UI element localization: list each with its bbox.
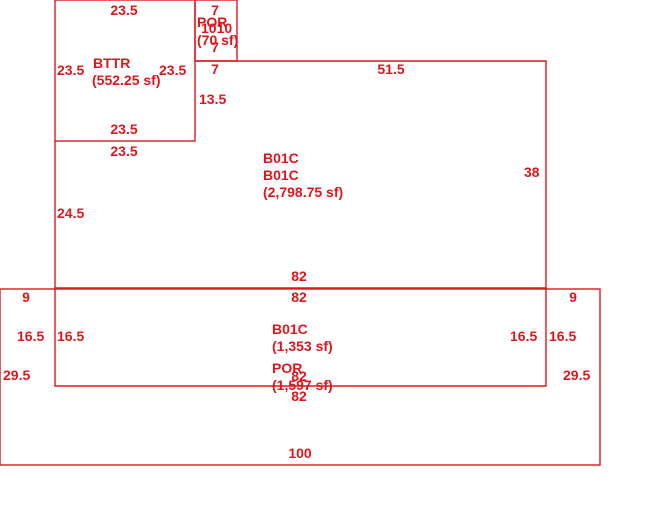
dim-main-step: 13.5 xyxy=(199,91,226,107)
main-house-outline xyxy=(54,60,547,387)
dim-porch-right-outer: 16.5 xyxy=(549,328,576,344)
dim-porch-left-inner: 16.5 xyxy=(57,328,84,344)
dim-porch-bottom: 100 xyxy=(288,445,312,461)
dim-main-top: 51.5 xyxy=(377,61,404,77)
area-code-porch-top-2: 1010 xyxy=(201,20,232,36)
dim-main-bottom-upper: 82 xyxy=(291,268,307,284)
porch-bottom-outline xyxy=(0,288,601,466)
area-code-porch-bottom: POR xyxy=(272,360,302,376)
area-code-main-2: B01C xyxy=(263,167,299,183)
dim-porch-right-inner: 16.5 xyxy=(510,328,537,344)
dim-porch-inner-top: 82 xyxy=(291,368,307,384)
dim-porch-left-depth: 29.5 xyxy=(3,367,30,383)
dim-garage-bottom-outer: 23.5 xyxy=(110,143,137,159)
area-code-main: B01C xyxy=(263,150,299,166)
dim-porch-left-outer: 16.5 xyxy=(17,328,44,344)
area-code-garage: BTTR xyxy=(93,55,130,71)
dim-porch-top-width: 7 xyxy=(211,2,219,18)
area-code-porch-top: POR xyxy=(197,14,227,30)
dim-porch-inner-bottom: 82 xyxy=(291,388,307,404)
dim-garage-top: 23.5 xyxy=(110,2,137,18)
area-size-porch-bottom: (1,597 sf) xyxy=(272,377,333,393)
dim-porch-left-width: 9 xyxy=(22,289,30,305)
area-size-main-lower: (1,353 sf) xyxy=(272,338,333,354)
dim-porch-right-width: 9 xyxy=(569,289,577,305)
area-code-main-lower: B01C xyxy=(272,321,308,337)
garage-outline xyxy=(54,0,196,142)
dim-porch-right-depth: 29.5 xyxy=(563,367,590,383)
dim-main-right: 38 xyxy=(524,164,540,180)
dim-porch-top-width-lower: 7 xyxy=(211,61,219,77)
dim-garage-left: 23.5 xyxy=(57,62,84,78)
area-size-garage: (552.25 sf) xyxy=(92,72,160,88)
area-size-main: (2,798.75 sf) xyxy=(263,184,343,200)
dim-garage-right: 23.5 xyxy=(159,62,186,78)
dim-garage-bottom-inner: 23.5 xyxy=(110,121,137,137)
dim-main-bottom-lower: 82 xyxy=(291,289,307,305)
area-size-porch-top: (70 sf) xyxy=(197,32,238,48)
area-code-porch-top-3: 7 xyxy=(211,39,219,55)
dim-main-left: 24.5 xyxy=(57,205,84,221)
